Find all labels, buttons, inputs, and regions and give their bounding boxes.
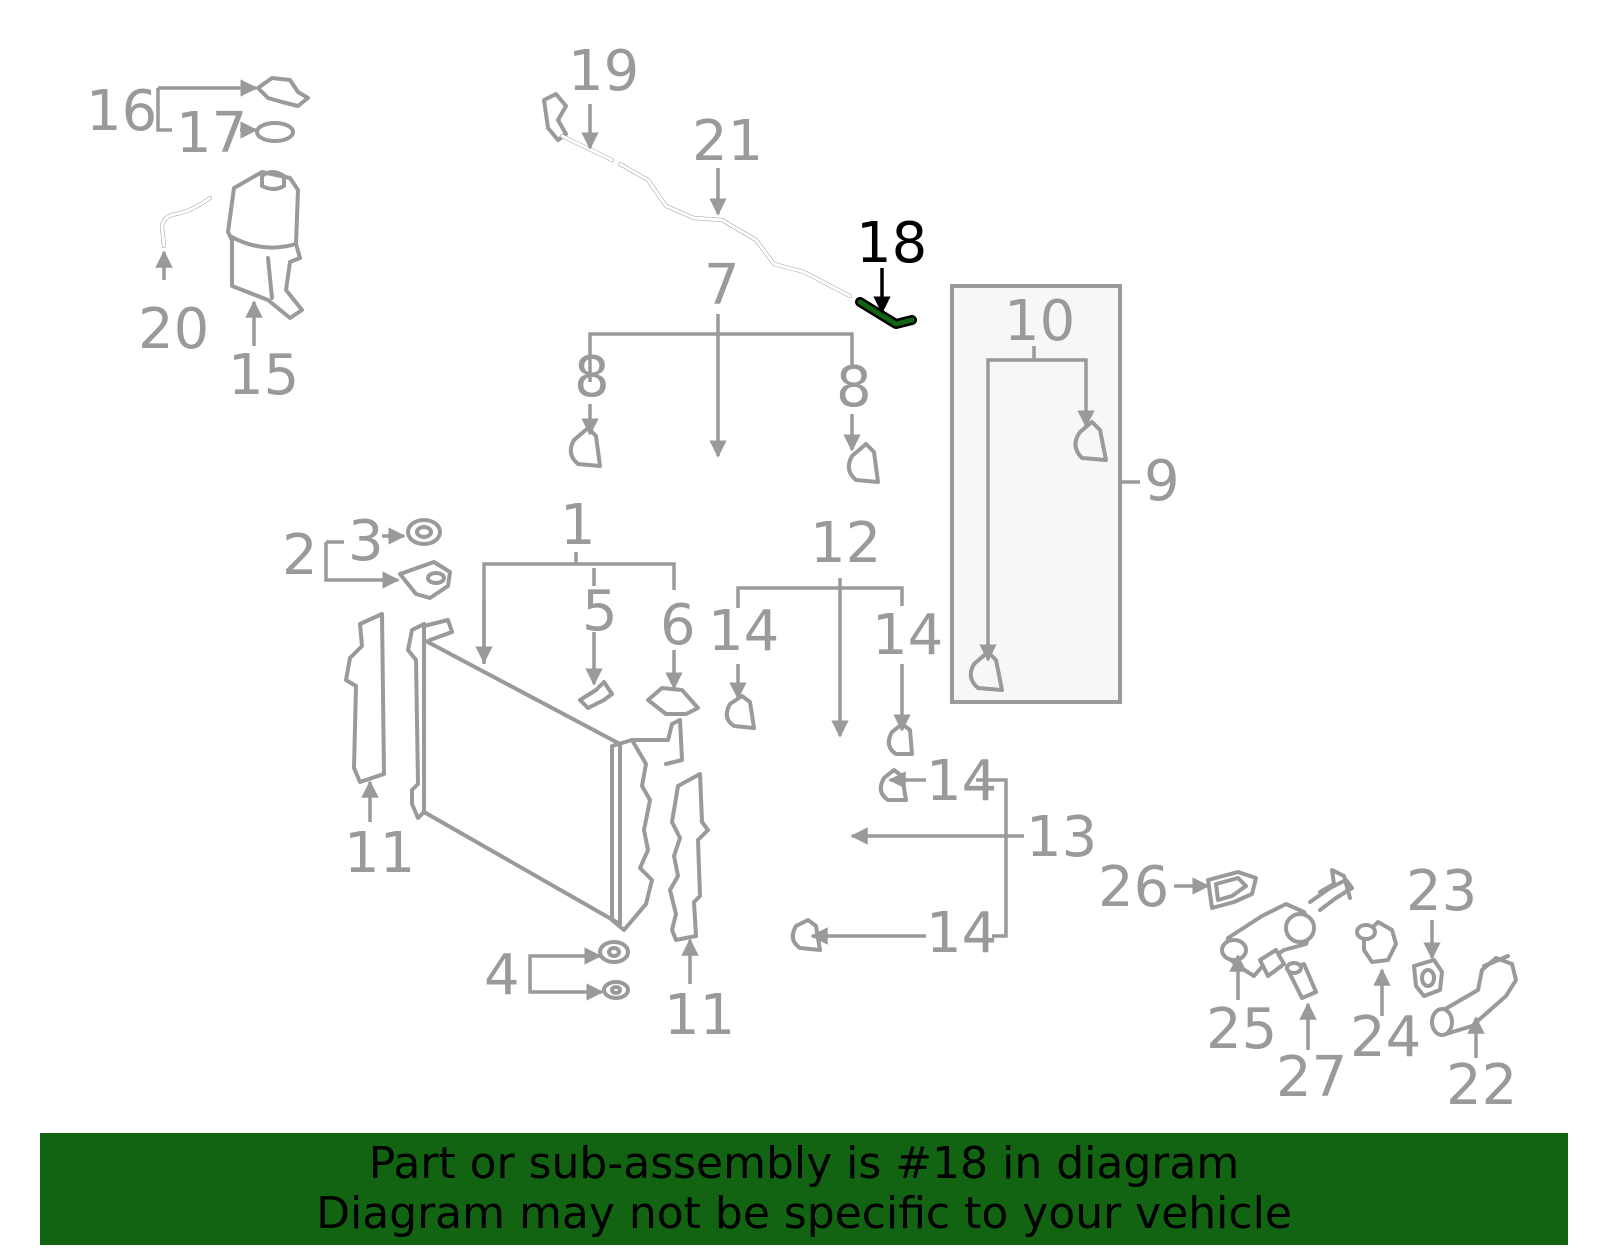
callout-20: 20 (138, 297, 209, 362)
callout-14-b: 14 (872, 603, 943, 668)
leaders-12-13-14 (729, 578, 1024, 945)
bracket-6[interactable] (646, 686, 700, 716)
leaders-7-8 (581, 314, 861, 458)
callout-7: 7 (704, 253, 740, 318)
reservoir-cap-16[interactable] (256, 76, 310, 108)
banner-line-2: Diagram may not be specific to your vehi… (316, 1188, 1292, 1239)
leaders-thermostat (1174, 877, 1485, 1058)
hose-12[interactable] (759, 671, 879, 761)
callout-1: 1 (560, 493, 596, 558)
callout-4: 4 (484, 943, 520, 1008)
callout-14-a: 14 (708, 599, 779, 664)
hose-13[interactable] (801, 795, 881, 905)
callout-22: 22 (1446, 1053, 1517, 1118)
callout-27: 27 (1276, 1045, 1347, 1110)
callout-3: 3 (348, 509, 384, 574)
banner-line-1: Part or sub-assembly is #18 in diagram (368, 1138, 1240, 1189)
callout-6: 6 (660, 593, 696, 658)
drain-plug-5[interactable] (578, 680, 614, 710)
side-seal-11-left[interactable] (344, 612, 386, 784)
hose-clamp-8-left[interactable] (568, 426, 602, 468)
callout-15: 15 (228, 343, 299, 408)
callout-8-left: 8 (574, 345, 610, 410)
thermostat-24[interactable] (1355, 920, 1398, 964)
callout-21: 21 (692, 109, 763, 174)
bypass-pipe-21[interactable] (618, 162, 852, 298)
callout-14-d: 14 (926, 901, 997, 966)
callout-13: 13 (1026, 805, 1097, 870)
leaders-16-17 (155, 79, 263, 346)
callout-12: 12 (810, 511, 881, 576)
callout-10: 10 (1004, 289, 1075, 354)
callout-19: 19 (568, 39, 639, 104)
info-banner: Part or sub-assembly is #18 in diagram D… (40, 1133, 1568, 1245)
callout-labels: 16 17 20 15 19 21 18 7 8 8 10 9 1 3 2 5 … (86, 39, 1517, 1118)
cap-seal-17[interactable] (255, 121, 295, 143)
callout-14-c: 14 (926, 749, 997, 814)
gasket-23[interactable] (1412, 958, 1444, 998)
reservoir-tank-15[interactable] (226, 170, 304, 320)
callout-9: 9 (1144, 449, 1180, 514)
side-seal-11-right[interactable] (668, 772, 710, 942)
leaders-18-19-21 (581, 104, 891, 314)
callout-25: 25 (1206, 997, 1277, 1062)
callout-26: 26 (1098, 855, 1169, 920)
water-outlet-22[interactable] (1430, 954, 1518, 1037)
gasket-26[interactable] (1206, 870, 1258, 910)
upper-hose-7[interactable] (607, 429, 841, 503)
callout-24: 24 (1350, 1005, 1421, 1070)
hose-clamp-8-right[interactable] (846, 442, 880, 484)
mount-bracket-2[interactable] (398, 560, 452, 600)
callout-2: 2 (282, 523, 318, 588)
lower-hose-kit-box-9[interactable] (950, 284, 1140, 704)
radiator-1[interactable] (406, 618, 684, 932)
thermostat-housing-25[interactable] (1220, 868, 1354, 978)
callout-5: 5 (582, 579, 618, 644)
leaders-radiator (324, 527, 699, 1001)
reservoir-hose-20[interactable] (160, 196, 212, 248)
callout-11-left: 11 (344, 821, 415, 886)
bushing-4[interactable] (598, 940, 630, 1000)
callout-11-right: 11 (664, 983, 735, 1048)
sensor-27[interactable] (1285, 961, 1318, 1000)
bushing-3[interactable] (406, 518, 442, 546)
callout-23: 23 (1406, 859, 1477, 924)
callout-16: 16 (86, 79, 157, 144)
callout-8-right: 8 (836, 355, 872, 420)
hose-18-highlighted[interactable] (855, 297, 917, 329)
hose-clamps-14[interactable] (724, 694, 914, 952)
callout-18: 18 (856, 211, 927, 276)
callout-17: 17 (176, 101, 247, 166)
